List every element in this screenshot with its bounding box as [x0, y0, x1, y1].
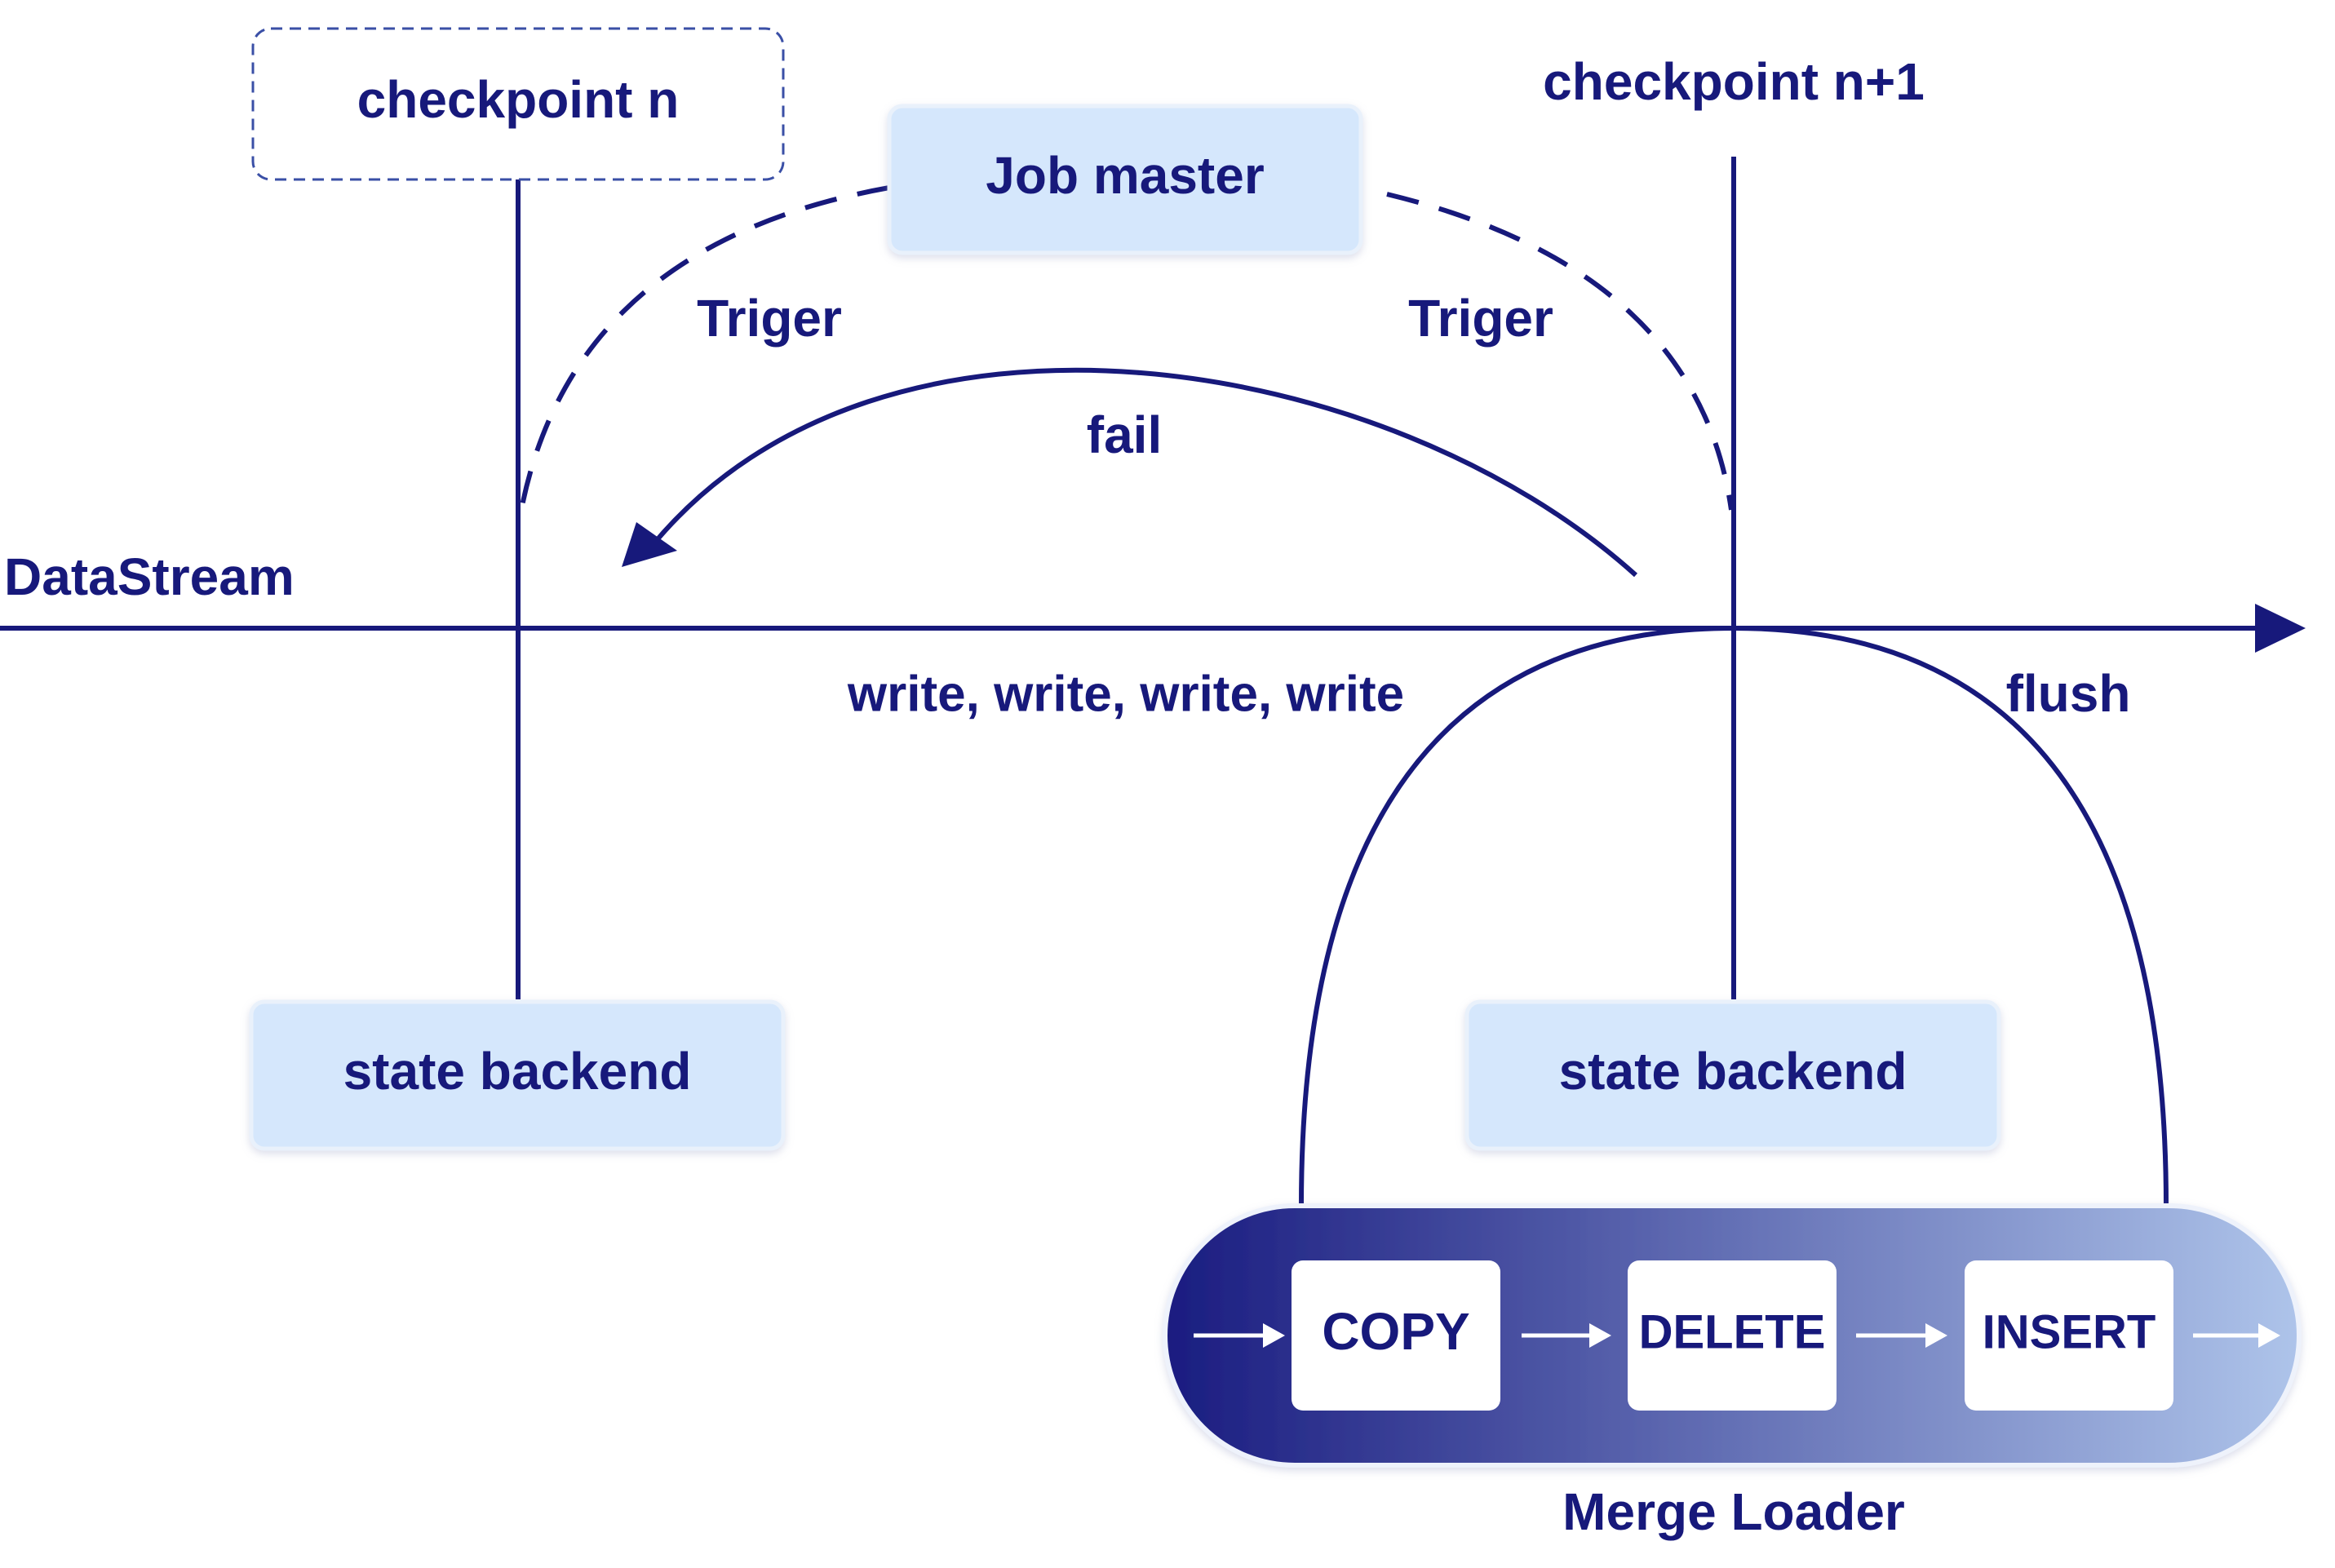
- right-arrow-icon: [1856, 1323, 1947, 1348]
- merge-step-delete-label: DELETE: [1639, 1305, 1826, 1358]
- right-arrow-icon: [2193, 1323, 2280, 1348]
- merge-step-copy: COPY: [1292, 1260, 1500, 1411]
- triangle-arrow-icon: [622, 522, 677, 567]
- checkpoint-n-box: [251, 27, 785, 181]
- checkpoint-n-label: checkpoint n: [357, 70, 680, 129]
- flush-loop: [1299, 625, 2169, 1207]
- flush-label: flush: [2006, 664, 2131, 723]
- merge-step-copy-box: [1292, 1260, 1500, 1411]
- merge-step-copy-label: COPY: [1322, 1302, 1469, 1361]
- merge-step-delete: DELETE: [1628, 1260, 1837, 1411]
- job-master-box: [887, 104, 1363, 255]
- state-backend-right-box: [1464, 999, 2001, 1151]
- right-arrow-icon: [1522, 1323, 1611, 1348]
- right-arrow-icon: [1194, 1323, 1285, 1348]
- state-backend-left-label: state backend: [343, 1042, 692, 1101]
- triger-right-label: Triger: [1408, 289, 1553, 348]
- state-backend-left-box: [249, 999, 786, 1151]
- datastream-label: DataStream: [4, 547, 295, 606]
- job-master-label: Job master: [986, 146, 1264, 205]
- fail-arc: [650, 367, 1638, 578]
- merge-step-delete-box: [1628, 1260, 1837, 1411]
- merge-step-insert: INSERT: [1965, 1260, 2173, 1411]
- checkpoint-n1-label: checkpoint n+1: [1543, 52, 1925, 111]
- triger-arc-left: [518, 185, 890, 515]
- state-backend-right-label: state backend: [1559, 1042, 1907, 1101]
- triger-left-label: Triger: [697, 289, 842, 348]
- writes-label: write, write, write, write: [847, 666, 1404, 722]
- datastream-arrow-icon: [2255, 604, 2306, 653]
- merge-loader-label: Merge Loader: [1562, 1482, 1905, 1541]
- fail-label: fail: [1087, 405, 1162, 464]
- triger-arc-right: [1386, 192, 1734, 511]
- merge-step-insert-label: INSERT: [1983, 1305, 2156, 1358]
- merge-step-insert-box: [1965, 1260, 2173, 1411]
